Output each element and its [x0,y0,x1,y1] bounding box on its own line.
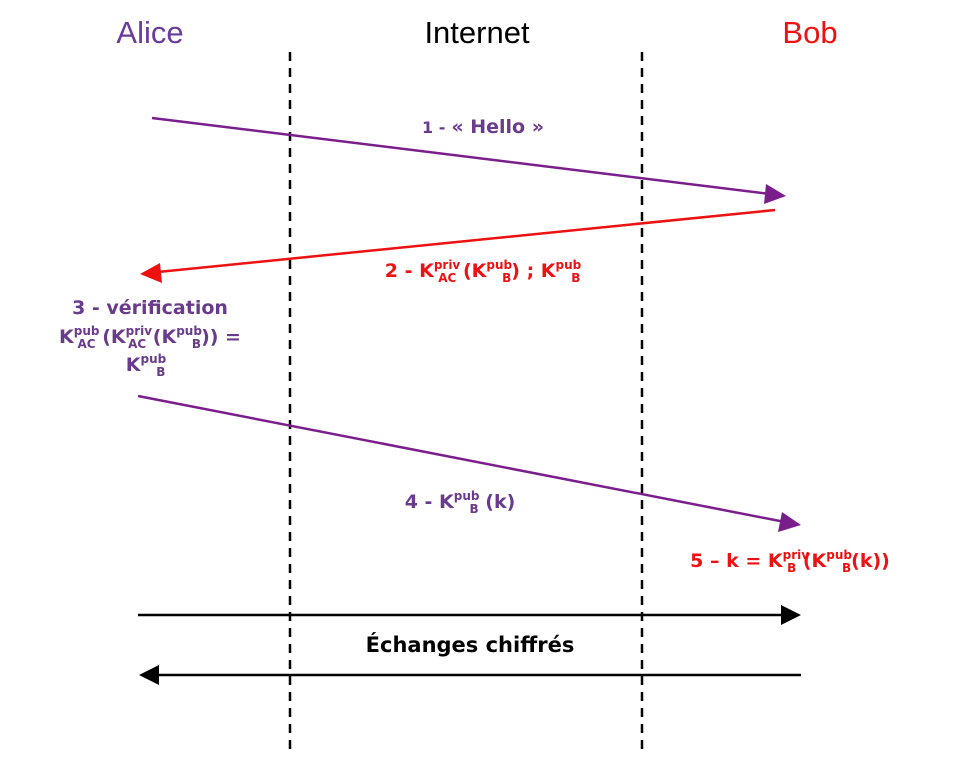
arrow-1-hello [151,116,786,204]
arrow-encrypted-left [139,665,801,685]
arrow-encrypted-right [138,605,801,625]
label-encrypted-exchanges: Échanges chiffrés [366,632,575,657]
label-1-hello: 1 -« Hello » [422,116,544,138]
arrow-2-certificate [140,208,776,283]
arrow-4-session-key [137,394,801,532]
header-alice: Alice [116,15,183,50]
header-bob: Bob [782,15,837,50]
label-3-line1: 3 - vérification [72,297,228,319]
header-internet: Internet [424,15,530,50]
